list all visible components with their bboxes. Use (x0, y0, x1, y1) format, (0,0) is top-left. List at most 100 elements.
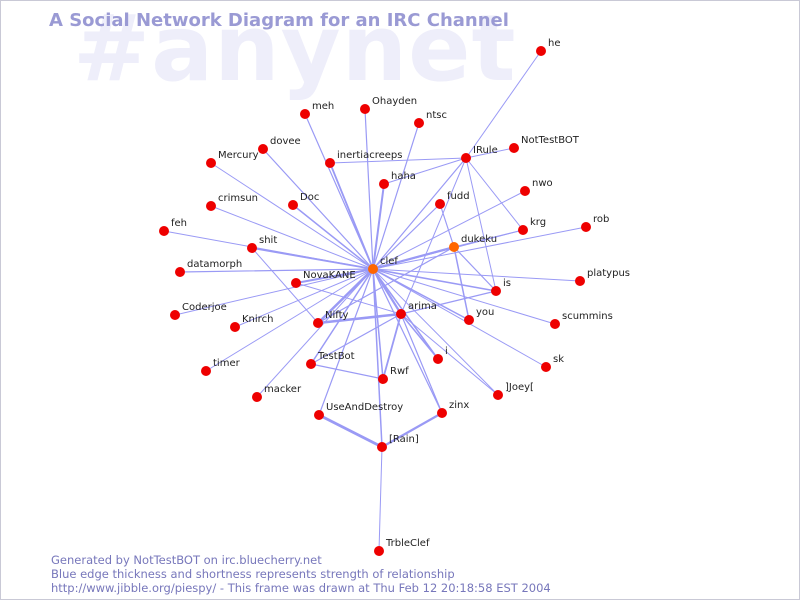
edge-dukeku-is (453, 246, 497, 292)
node-novakane: NovaKANE (291, 270, 356, 288)
edge-rain-trbleclef (378, 446, 383, 552)
node-platypus: platypus (575, 268, 630, 286)
node-dot-platypus (575, 276, 585, 286)
node-label-ohayden: Ohayden (372, 96, 417, 107)
node-ohayden: Ohayden (360, 96, 417, 114)
node-dukeku: dukeku (449, 234, 497, 252)
edge-arima-is (400, 290, 497, 315)
edge-arima-novakane (295, 282, 402, 315)
edge-clef-nifty (316, 267, 375, 325)
edge-arima-i (400, 313, 439, 360)
node-label-ntsc: ntsc (426, 110, 447, 121)
footer-url-timestamp: http://www.jibble.org/piespy/ - This fra… (51, 581, 551, 595)
node-label-doc: Doc (300, 192, 319, 203)
node-timer: timer (201, 358, 241, 376)
node-feh: feh (159, 218, 187, 236)
edge-clef-zinx (372, 268, 443, 414)
node-zinx: zinx (437, 400, 469, 418)
edge-clef-fudd (372, 203, 441, 270)
node-label-is: is (503, 278, 511, 289)
node-inertiacreeps: inertiacreeps (325, 150, 402, 168)
node-dot-crimsun (206, 201, 216, 211)
node-dot-useanddestroy (314, 410, 324, 420)
node-scummins: scummins (550, 311, 613, 329)
node-trbleclef: TrbleClef (374, 538, 430, 556)
node-you: you (464, 307, 494, 325)
edge-zinx-arima (400, 313, 443, 414)
node-crimsun: crimsun (206, 193, 258, 211)
node-dot-is (491, 286, 501, 296)
node-dot-feh (159, 226, 169, 236)
edge-irule-krg (465, 157, 524, 231)
node-dot-coderjoe (170, 310, 180, 320)
node-dot-clef (368, 264, 378, 274)
node-label-trbleclef: TrbleClef (385, 538, 430, 549)
node-dot-ntsc (414, 118, 424, 128)
edge-clef-irule (372, 157, 467, 270)
node-meh: meh (300, 101, 334, 119)
node-label-rain: [Rain] (389, 434, 419, 445)
node-label-platypus: platypus (587, 268, 630, 279)
node-dot-zinx (437, 408, 447, 418)
node-dot-timer (201, 366, 211, 376)
node-label-he: he (548, 38, 561, 49)
node-dot-arima (396, 309, 406, 319)
edge-clef-joey (372, 268, 499, 396)
node-datamorph: datamorph (175, 259, 242, 277)
edge-clef-dovee (262, 148, 374, 270)
node-label-dovee: dovee (270, 136, 301, 147)
node-dot-meh (300, 109, 310, 119)
node-label-nottestbot: NotTestBOT (521, 135, 580, 146)
edge-irule-is (465, 157, 497, 292)
node-dot-dukeku (449, 242, 459, 252)
node-dot-inertiacreeps (325, 158, 335, 168)
node-dot-testbot (306, 359, 316, 369)
node-label-clef: clef (380, 256, 398, 267)
edge-clef-dukeku (371, 245, 456, 271)
node-sk: sk (541, 354, 564, 372)
edge-arima-joey (400, 313, 499, 396)
edge-irule-arima (400, 157, 467, 315)
edge-irule-he (465, 50, 542, 159)
node-label-sk: sk (553, 354, 564, 365)
edge-clef-mercury (210, 162, 374, 270)
edge-clef-macker (256, 268, 374, 398)
node-dot-trbleclef (374, 546, 384, 556)
edge-clef-shit (251, 247, 374, 270)
node-knirch: Knirch (230, 314, 273, 332)
node-label-nwo: nwo (532, 178, 553, 189)
node-label-irule: IRule (473, 145, 498, 156)
node-dot-sk (541, 362, 551, 372)
edge-useanddestroy-rain (317, 413, 384, 449)
edge-arima-testbot (310, 313, 402, 365)
node-dot-datamorph (175, 267, 185, 277)
node-doc: Doc (288, 192, 319, 210)
edge-irule-inertiacreeps (329, 157, 467, 164)
edge-irule-haha (383, 157, 467, 185)
node-dot-novakane (291, 278, 301, 288)
node-label-joey: ]Joey[ (505, 382, 534, 393)
node-label-rwf: Rwf (390, 366, 409, 377)
edge-clef-is (372, 268, 497, 292)
edge-dukeku-you (453, 246, 470, 321)
node-label-dukeku: dukeku (461, 234, 497, 245)
node-dot-ohayden (360, 104, 370, 114)
node-label-crimsun: crimsun (218, 193, 258, 204)
node-nifty: Nifty (313, 310, 349, 328)
node-joey: ]Joey[ (493, 382, 534, 400)
footer-generated-by: Generated by NotTestBOT on irc.bluecherr… (51, 553, 322, 567)
node-label-rob: rob (593, 214, 609, 225)
edge-arima-rwf (382, 313, 402, 380)
edge-clef-testbot (310, 268, 374, 365)
node-dot-rain (377, 442, 387, 452)
edge-clef-rain (372, 268, 383, 448)
node-nottestbot: NotTestBOT (509, 135, 580, 153)
node-dot-knirch (230, 322, 240, 332)
node-ntsc: ntsc (414, 110, 447, 128)
edge-dukeku-krg (453, 229, 524, 248)
node-label-knirch: Knirch (242, 314, 273, 325)
edge-clef-haha (372, 183, 385, 270)
footer-legend-note: Blue edge thickness and shortness repres… (51, 567, 455, 581)
footer: Generated by NotTestBOT on irc.bluecherr… (51, 553, 551, 595)
